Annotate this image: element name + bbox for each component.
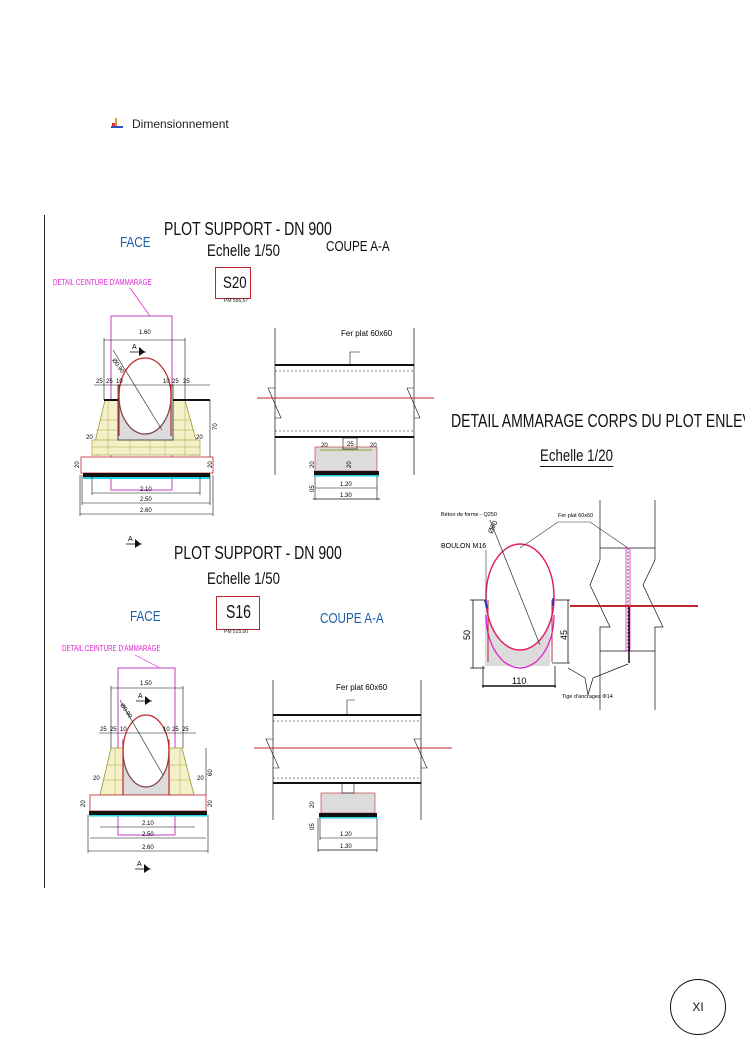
section-title: Dimensionnement [132, 117, 229, 131]
bottom-section-marker-bottom: A [135, 861, 151, 873]
top-dim-210: 2.10 [140, 487, 152, 493]
top-dim-base-left: 20 [75, 461, 81, 468]
top-dim-25c: 25 [172, 379, 179, 385]
page-number: XI [692, 1000, 704, 1014]
bottom-dim-10a: 10 [120, 727, 127, 733]
top-coupe-dim-h20: 20 [310, 461, 316, 468]
bottom-dim-25a: 25 [100, 727, 107, 733]
top-dim-10b: 10 [163, 379, 170, 385]
top-dim-25a: 25 [96, 379, 103, 385]
top-coupe-dim-120: 1.20 [340, 482, 352, 488]
top-dim-250: 2.50 [140, 497, 152, 503]
top-coupe-dim-20b: 20 [370, 443, 377, 449]
top-dim-10a: 10 [116, 379, 123, 385]
top-dim-width-top: 1.60 [139, 330, 151, 336]
top-face-view: 1.60 Ø0.90 25 25 10 10 25 25 20 20 70 20… [75, 287, 219, 548]
top-coupe-dim-130: 1.30 [340, 493, 352, 499]
bottom-dim-260: 2.60 [142, 845, 154, 851]
svg-text:A: A [137, 861, 142, 868]
top-dim-base-right: 20 [208, 461, 214, 468]
top-coupe-dim-h20b: 20 [347, 461, 353, 468]
detail-tige-label: Tige d'ancrages Φ14 [562, 694, 613, 700]
top-dim-25d: 25 [183, 379, 190, 385]
bottom-coupe-dim-120: 1.20 [340, 832, 352, 838]
bottom-coupe-dim-h20: 20 [310, 801, 316, 808]
detail-dim-bottom: 110 [512, 676, 526, 686]
bottom-dim-25c: 25 [172, 727, 179, 733]
page-number-badge: XI [670, 979, 726, 1035]
svg-text:A: A [138, 693, 143, 700]
top-coupe-dim-20a: 20 [321, 443, 328, 449]
top-fer-plat: Fer plat 60x60 [341, 329, 393, 338]
bottom-detail-label: DETAIL CEINTURE D'AMMARAGE [62, 644, 161, 653]
bottom-face-view: 1.50 Ø0.90 25 25 10 10 25 25 20 20 60 20… [81, 654, 214, 873]
bottom-dim-width-top: 1.50 [140, 681, 152, 687]
bottom-dim-25d: 25 [182, 727, 189, 733]
top-section-marker-bottom: A [126, 536, 142, 548]
bottom-dim-250: 2.50 [142, 832, 154, 838]
bottom-dim-10b: 10 [163, 727, 170, 733]
bottom-support-id: S16 [226, 602, 251, 622]
bottom-dim-25b: 25 [110, 727, 117, 733]
bottom-coupe-dim-h05: 05 [310, 823, 316, 830]
bottom-dim-20b: 20 [197, 776, 204, 782]
detail-fer-plat-label: Fer plat 60x60 [558, 513, 593, 519]
bottom-dim-base-left: 20 [81, 800, 87, 807]
top-support-id: S20 [223, 273, 247, 292]
section-heading: Dimensionnement [110, 117, 229, 131]
top-coupe-dim-h05: 05 [310, 485, 316, 492]
bottom-scale: Echelle 1/50 [207, 569, 280, 588]
detail-boulon-label: BOULON M16 [441, 543, 486, 550]
bottom-fer-plat: Fer plat 60x60 [336, 683, 388, 692]
top-detail-label: DETAIL CEINTURE D'AMMARAGE [53, 278, 152, 287]
bottom-coupe-dim-130: 1.30 [340, 844, 352, 850]
bottom-pk: PM 515,00 [224, 629, 249, 635]
top-dim-25b: 25 [106, 379, 113, 385]
top-face-label: FACE [120, 234, 151, 251]
bottom-face-label: FACE [130, 608, 161, 625]
detail-beton-label: Béton de forme - Q250 [441, 512, 497, 518]
bottom-dim-210: 2.10 [142, 821, 154, 827]
top-coupe-view [267, 328, 421, 500]
drawing-frame-border [44, 215, 45, 888]
bottom-dim-diameter: Ø0.90 [118, 703, 133, 720]
detail-ammarage-view [470, 500, 698, 710]
top-coupe-dim-25: 25 [347, 442, 354, 448]
bookmark-icon [110, 117, 124, 131]
detail-title: DETAIL AMMARAGE CORPS DU PLOT ENLEVE [451, 411, 745, 431]
top-pk: PM 596,57 [224, 298, 249, 304]
top-section-marker-top: A [130, 344, 146, 356]
top-dim-20a: 20 [86, 435, 93, 441]
detail-diameter: Ø90 [487, 520, 499, 535]
top-support-id-box: S20 [215, 267, 251, 299]
top-scale: Echelle 1/50 [207, 241, 280, 260]
svg-text:A: A [128, 536, 133, 543]
bottom-dim-20a: 20 [93, 776, 100, 782]
detail-scale: Echelle 1/20 [540, 446, 613, 467]
detail-dim-left: 50 [462, 630, 472, 640]
bottom-support-id-box: S16 [216, 596, 260, 630]
top-dim-20b: 20 [196, 435, 203, 441]
top-coupe-label: COUPE A-A [326, 238, 390, 255]
bottom-coupe-label: COUPE A-A [320, 610, 384, 627]
bottom-section-marker-top: A [136, 693, 152, 705]
bottom-coupe-view [265, 680, 428, 852]
bottom-title: PLOT SUPPORT - DN 900 [174, 543, 342, 563]
top-dim-height-right: 70 [213, 423, 219, 430]
bottom-dim-height-right: 60 [208, 769, 214, 776]
detail-dim-right: 45 [559, 630, 569, 640]
svg-text:A: A [132, 344, 137, 351]
top-dim-260: 2.60 [140, 508, 152, 514]
bottom-dim-base-right: 20 [208, 800, 214, 807]
top-title: PLOT SUPPORT - DN 900 [164, 219, 332, 239]
